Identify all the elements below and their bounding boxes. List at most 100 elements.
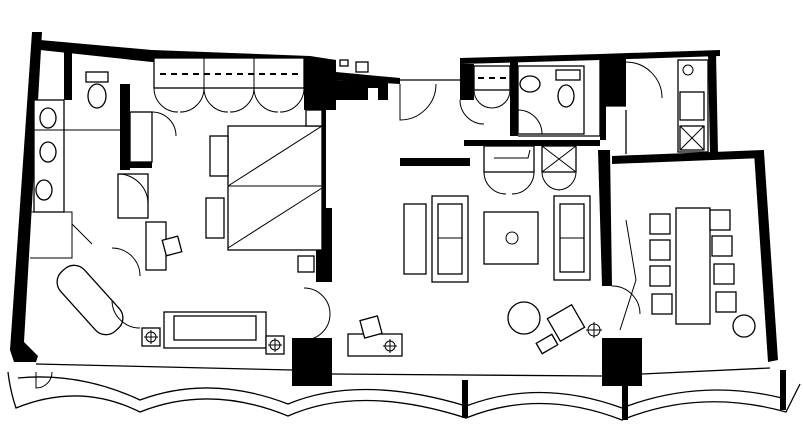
- utility-panel-2: [339, 59, 349, 67]
- east-exterior-wall: [754, 152, 778, 362]
- lamp-left: [145, 331, 157, 343]
- pantry-door-swing: [473, 89, 511, 109]
- bathroom-door-swing-2: [111, 299, 141, 329]
- dining-north-wall: [612, 150, 764, 164]
- bedroom-column: [292, 338, 332, 386]
- living-room: [347, 83, 602, 357]
- powder-room-outline: [518, 60, 601, 137]
- bed-cover: [227, 125, 323, 249]
- storage-closet-cross: [541, 145, 577, 173]
- service-wall: [460, 64, 474, 100]
- kitchen-door-swing: [625, 61, 663, 99]
- storage-closet-door: [541, 171, 577, 191]
- coat-closet-rail: [494, 149, 531, 159]
- toilet-bowl: [87, 83, 107, 109]
- bathroom: [30, 71, 141, 389]
- pantry-wall: [400, 158, 470, 166]
- dining-chair-r4: [715, 291, 737, 313]
- dining-door-swing: [611, 285, 641, 315]
- bed: [227, 125, 323, 251]
- terrace-post-3: [780, 370, 786, 410]
- wardrobe-dividers: [203, 58, 255, 88]
- utility-panel: [355, 61, 369, 73]
- writing-desk-chair: [359, 315, 383, 339]
- bathroom-door-leaf: [35, 371, 53, 389]
- kitchen-west-wall: [600, 54, 626, 140]
- powder-toilet: [557, 84, 575, 108]
- dining-chair-r2: [711, 235, 733, 257]
- shower-door: [71, 223, 93, 245]
- desk: [145, 221, 167, 271]
- kitchen-cooktop: [679, 91, 705, 121]
- lamp-right-cross: [268, 338, 282, 352]
- coat-closet-door: [483, 171, 535, 195]
- entry-wall: [336, 80, 388, 100]
- dining-sideboard: [619, 219, 637, 331]
- dining-chair-r1: [709, 209, 731, 231]
- bench-1: [209, 135, 229, 177]
- closet-block-wall: [464, 140, 600, 146]
- terrace: [7, 370, 801, 421]
- kitchen-outline: [606, 105, 627, 154]
- wardrobe-door-swings: [153, 87, 305, 113]
- nightstand-top: [305, 109, 323, 127]
- bedroom: [117, 57, 331, 355]
- powder-wall: [510, 60, 518, 136]
- terrace-edge: [7, 371, 801, 421]
- bathroom-door-swing: [111, 247, 141, 277]
- desk-lamp-cross: [383, 339, 397, 353]
- dining-chair-l1: [649, 213, 671, 235]
- desk-chair: [161, 235, 183, 257]
- bathroom-bedroom-wall: [120, 84, 130, 170]
- closet-shelf: [129, 111, 153, 163]
- kitchen: [606, 59, 709, 154]
- bathroom-wall-top: [64, 50, 72, 100]
- armchair: [546, 303, 586, 343]
- sofa-seat: [173, 315, 257, 341]
- powder-sink: [519, 75, 541, 93]
- bench-2: [205, 197, 225, 239]
- dining-table: [675, 207, 711, 325]
- living-column: [602, 338, 642, 386]
- entry-door-swing: [399, 83, 437, 121]
- dining-chair-l4: [651, 293, 673, 315]
- sink-1: [39, 107, 57, 129]
- sink-3: [35, 179, 53, 201]
- powder-toilet-tank: [555, 69, 581, 81]
- powder-room: [339, 59, 601, 195]
- armchair-left: [403, 203, 427, 275]
- round-table: [507, 301, 541, 335]
- coat-closet: [483, 145, 535, 173]
- ottoman: [535, 333, 559, 355]
- bedroom-balcony-door: [303, 287, 331, 341]
- terrace-inner-edge: [17, 376, 783, 409]
- glazing: [35, 79, 771, 377]
- interior-walls: [64, 50, 764, 386]
- south-glazing-line: [35, 363, 771, 377]
- bathtub: [56, 264, 124, 336]
- kitchen-appliance-cross: [679, 125, 705, 151]
- dining-west-wall: [598, 150, 612, 286]
- dresser: [117, 173, 149, 219]
- dining-chair-l2: [649, 239, 671, 261]
- terrace-post-2: [622, 380, 628, 420]
- sofa-left-seat: [437, 203, 463, 275]
- dining-room: [611, 207, 756, 338]
- closet-door-swing: [151, 111, 177, 137]
- floor-lamp-cross: [586, 322, 602, 338]
- coffee-table-vase: [505, 231, 519, 245]
- east-wall-kitchen: [708, 52, 718, 154]
- coffee-table: [483, 211, 539, 265]
- north-wall-right: [460, 50, 720, 64]
- nightstand-bottom: [297, 255, 315, 273]
- toilet-tank: [85, 71, 109, 83]
- dining-plant: [732, 314, 756, 338]
- bathroom-partition: [30, 129, 120, 259]
- dresser-door-swing: [117, 173, 149, 205]
- kitchen-sink: [682, 64, 694, 76]
- dining-chair-r3: [713, 263, 735, 285]
- writing-desk: [347, 333, 403, 357]
- terrace-post-1: [462, 380, 468, 418]
- powder-door-swing: [517, 109, 543, 135]
